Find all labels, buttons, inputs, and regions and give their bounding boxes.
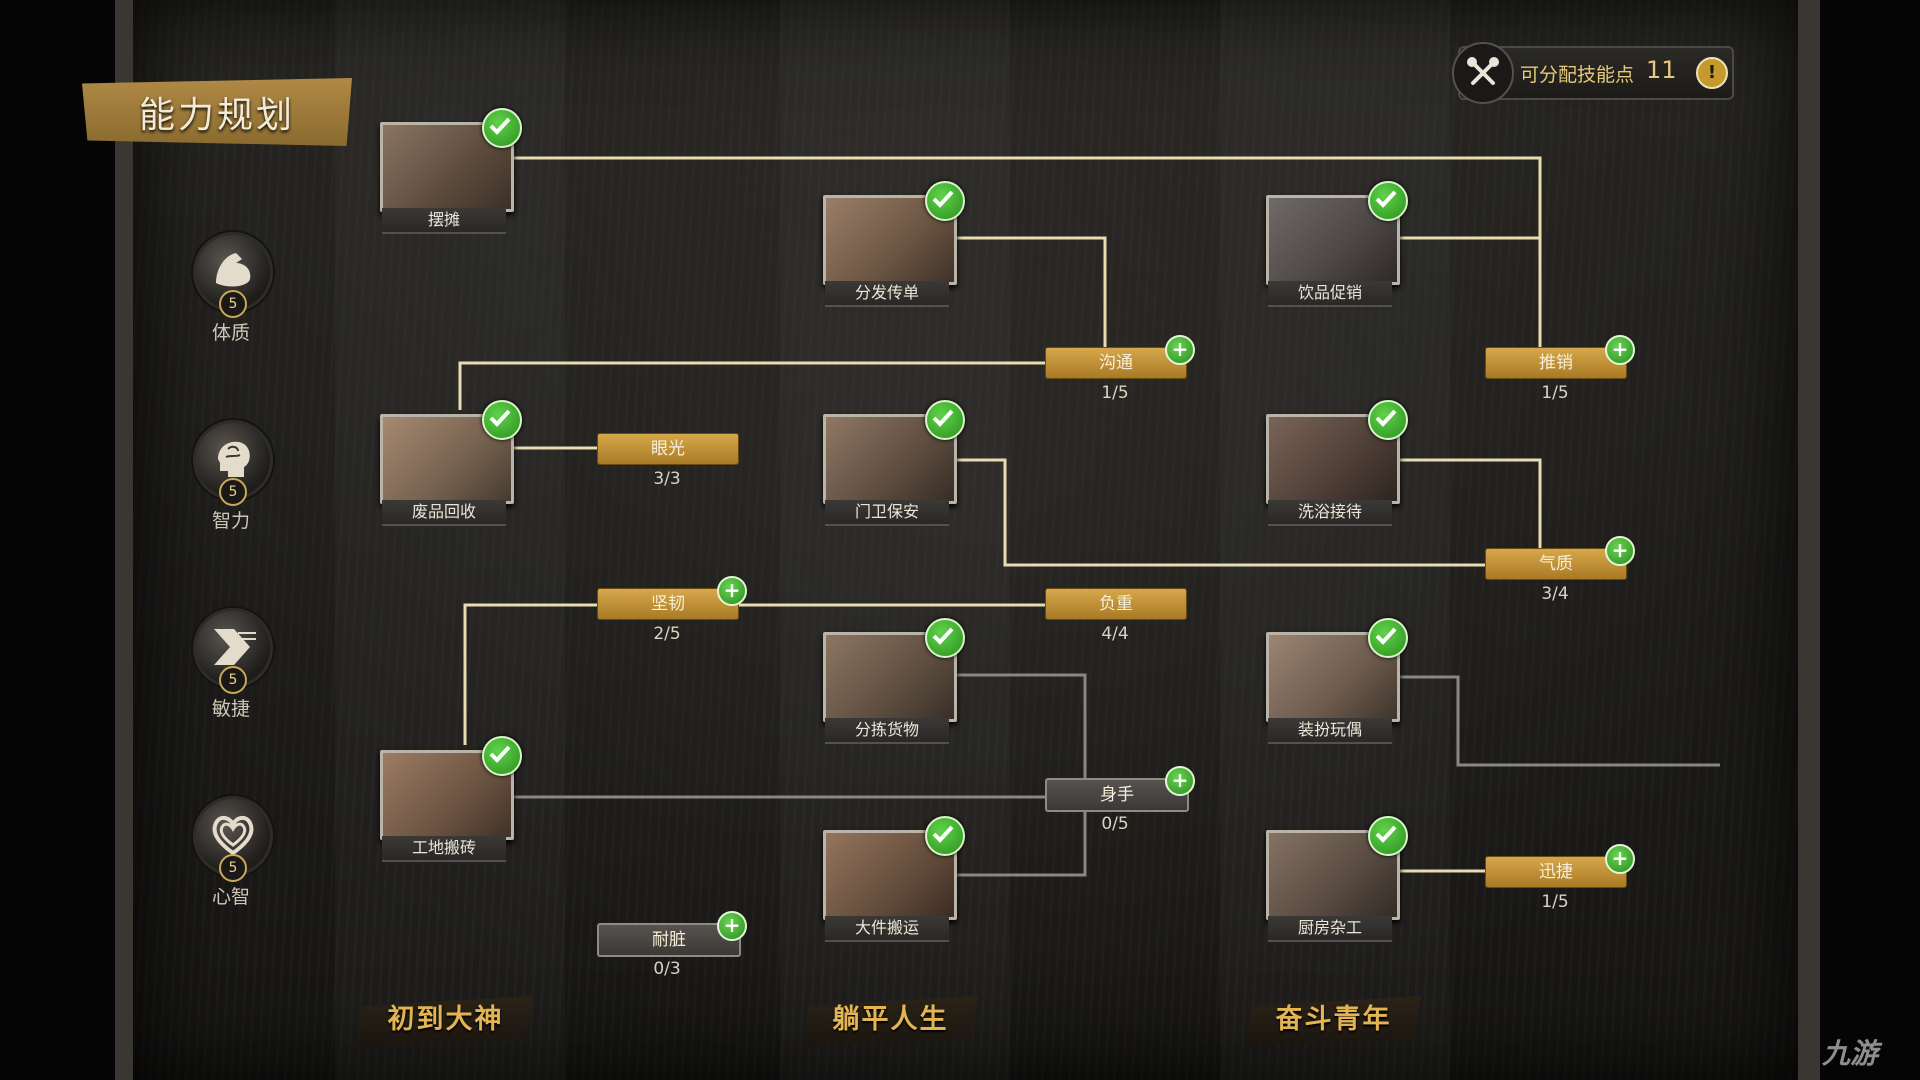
skill-swiftness[interactable]: 迅捷 1/5 + xyxy=(1485,844,1635,912)
job-card-drink-promo[interactable]: 饮品促销 xyxy=(1266,181,1408,307)
job-card-security-guard[interactable]: 门卫保安 xyxy=(823,400,965,526)
skill-temperament[interactable]: 气质 3/4 + xyxy=(1485,536,1635,604)
plus-icon[interactable]: + xyxy=(1165,766,1195,796)
plus-icon[interactable]: + xyxy=(1165,335,1195,365)
checkmark-icon xyxy=(1368,618,1408,658)
skill-communication[interactable]: 沟通 1/5 + xyxy=(1045,335,1195,403)
checkmark-icon xyxy=(482,736,522,776)
heart-icon xyxy=(193,796,273,876)
page-title: 能力规划 xyxy=(82,78,352,146)
job-card-kitchen-helper[interactable]: 厨房杂工 xyxy=(1266,816,1408,942)
plus-icon[interactable]: + xyxy=(1605,844,1635,874)
checkmark-icon xyxy=(1368,816,1408,856)
job-card-mascot[interactable]: 装扮玩偶 xyxy=(1266,618,1408,744)
checkmark-icon xyxy=(1368,400,1408,440)
alert-icon[interactable]: ! xyxy=(1696,57,1728,89)
plus-icon[interactable]: + xyxy=(717,911,747,941)
job-card-bathhouse[interactable]: 洗浴接待 xyxy=(1266,400,1408,526)
checkmark-icon xyxy=(482,400,522,440)
job-card-recycling[interactable]: 废品回收 xyxy=(380,400,522,526)
skill-vision[interactable]: 眼光 3/3 xyxy=(597,433,739,489)
checkmark-icon xyxy=(1368,181,1408,221)
skill-points-label: 可分配技能点 xyxy=(1520,64,1635,86)
attribute-agility[interactable]: 5 敏捷 xyxy=(188,608,278,720)
checkmark-icon xyxy=(925,618,965,658)
checkmark-icon xyxy=(925,181,965,221)
plus-icon[interactable]: + xyxy=(717,576,747,606)
attribute-strength[interactable]: 5 体质 xyxy=(188,232,278,344)
attribute-intelligence[interactable]: 5 智力 xyxy=(188,420,278,532)
job-card-heavy-moving[interactable]: 大件搬运 xyxy=(823,816,965,942)
skill-toughness[interactable]: 坚韧 2/5 + xyxy=(597,576,747,644)
plus-icon[interactable]: + xyxy=(1605,536,1635,566)
skill-salesmanship[interactable]: 推销 1/5 + xyxy=(1485,335,1635,403)
wrench-icon xyxy=(1452,42,1514,104)
skill-dirt-tolerance[interactable]: 耐脏 0/3 + xyxy=(597,911,747,979)
skill-points-value: 11 xyxy=(1646,56,1677,84)
skill-points-panel: 可分配技能点 11 ! xyxy=(1452,42,1734,104)
attribute-mind[interactable]: 5 心智 xyxy=(188,796,278,908)
job-card-stall[interactable]: 摆摊 xyxy=(380,108,522,234)
watermark-logo: 九游 xyxy=(1822,1037,1879,1070)
plus-icon[interactable]: + xyxy=(1605,335,1635,365)
category-banner-lying-flat: 躺平人生 xyxy=(803,996,978,1046)
skill-agility-moves[interactable]: 身手 0/5 + xyxy=(1045,766,1195,834)
skill-load-bearing[interactable]: 负重 4/4 xyxy=(1045,588,1187,644)
job-card-flyers[interactable]: 分发传单 xyxy=(823,181,965,307)
job-card-construction[interactable]: 工地搬砖 xyxy=(380,736,522,862)
checkmark-icon xyxy=(925,816,965,856)
job-card-sorting-goods[interactable]: 分拣货物 xyxy=(823,618,965,744)
checkmark-icon xyxy=(482,108,522,148)
checkmark-icon xyxy=(925,400,965,440)
